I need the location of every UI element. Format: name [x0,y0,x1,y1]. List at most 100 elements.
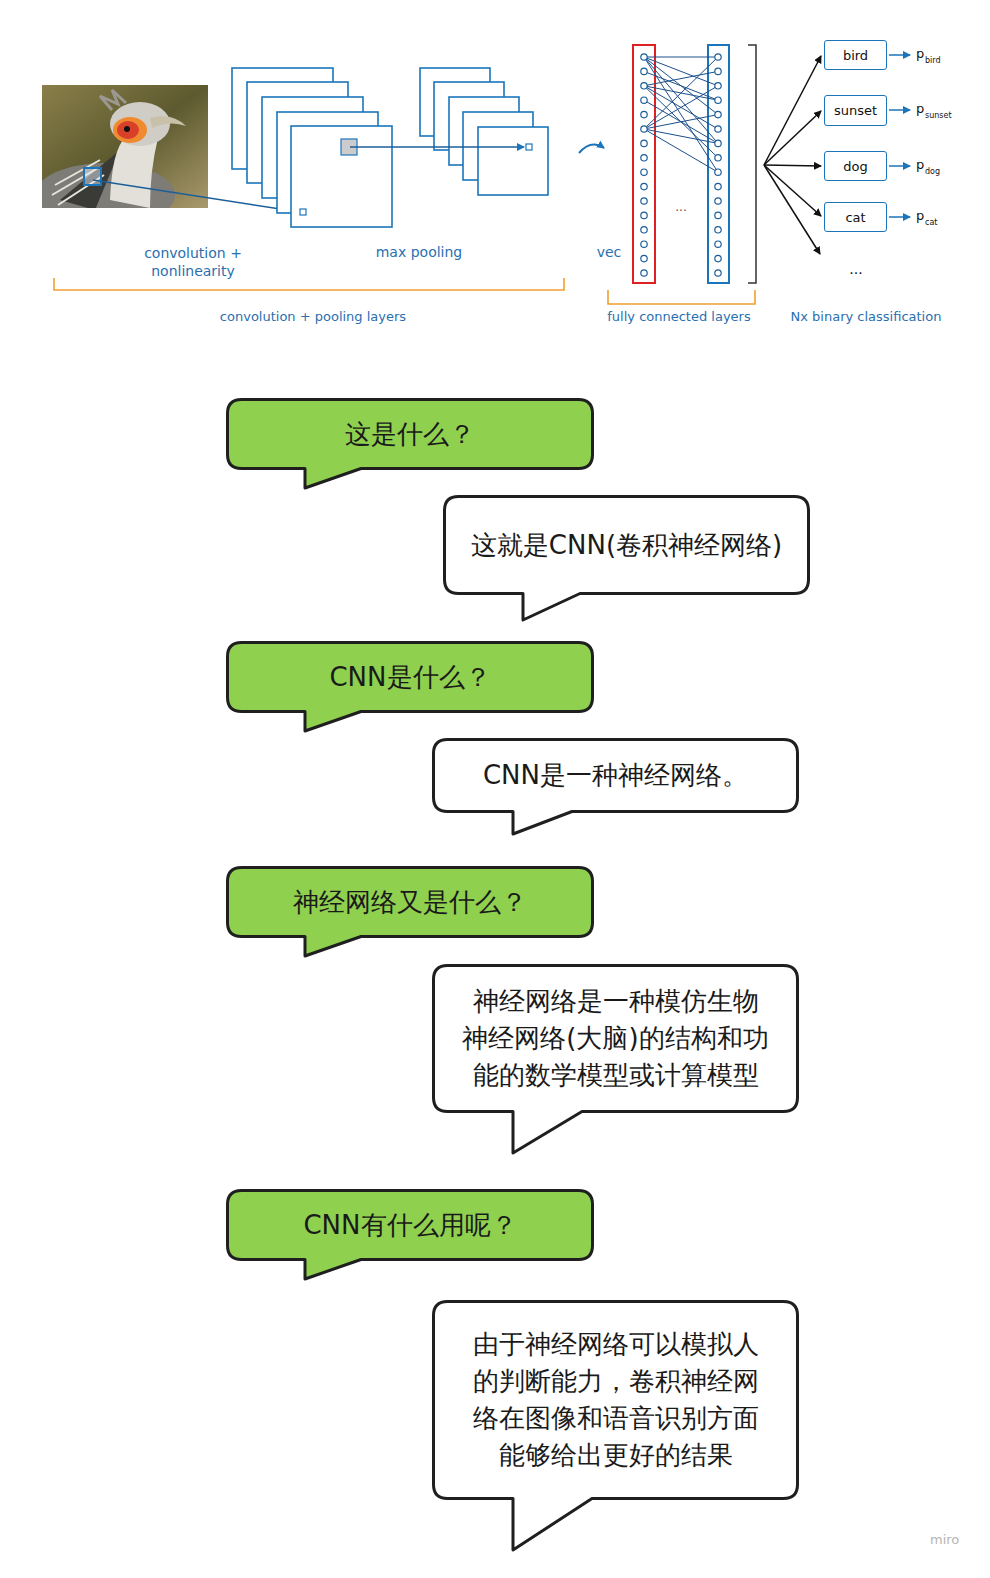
class-arrows [764,56,821,254]
fc-neuron [641,54,647,60]
prob-arrow [889,216,910,218]
fc-neuron [641,83,647,89]
fc-neuron [641,183,647,189]
speech-bubble: CNN有什么用呢？ [226,1189,594,1281]
fc-neuron [641,227,647,233]
ellipsis: ... [849,260,862,278]
ellipsis: ... [675,200,686,216]
class-arrow [764,165,820,254]
fc-weight [644,71,718,100]
fc-neuron [641,111,647,117]
class-label: cat [845,210,865,225]
fc-neuron [715,140,721,146]
fc-neuron [641,270,647,276]
bubble-text: CNN是一种神经网络。 [450,757,781,794]
fc-weight [644,86,718,158]
vector-column [633,45,655,283]
bird-beak [150,116,186,128]
fc-neuron [715,126,721,132]
bubble-shape [445,497,809,621]
flatten-arrow [579,144,604,153]
fc-weight [644,86,718,129]
class-label: sunset [834,103,877,118]
bubble-shape [228,868,593,957]
fc-neuron [715,183,721,189]
prob-symbol: p [916,101,924,118]
speech-bubble: CNN是一种神经网络。 [432,738,799,836]
fc-neuron [641,198,647,204]
fc-weight [644,100,718,143]
class-box: dog [824,151,887,181]
prob-subscript: cat [925,218,937,228]
prob-subscript: dog [925,167,940,177]
bubble-shape [228,400,593,489]
class-arrow [764,111,821,165]
bubble-text: 由于神经网络可以模拟人 的判断能力，卷积神经网 络在图像和语音识别方面 能够给出… [450,1326,781,1474]
bubble-shape [434,740,798,835]
fc-neuron [641,212,647,218]
bubble-text: 这是什么？ [244,416,576,453]
watermark: miro [930,1532,959,1549]
fc-weight [644,129,718,143]
bird-feathers [52,160,104,205]
speech-bubble: 神经网络又是什么？ [226,866,594,958]
bird-neck [110,138,158,208]
stage-label: vec [597,243,622,261]
class-arrow [764,165,821,166]
bubble-text: 神经网络又是什么？ [244,884,576,921]
fc-neuron [715,255,721,261]
class-box: bird [824,40,887,70]
group-label: fully connected layers [607,309,750,326]
bubble-shape [434,966,798,1154]
stage-label: max pooling [376,243,463,261]
class-arrow [764,56,821,165]
bubble-text: CNN是什么？ [244,659,576,696]
prob-symbol: p [916,46,924,63]
bird-face-red [117,121,139,139]
class-label: dog [843,159,867,174]
class-box: cat [824,202,887,232]
fc-neuron [715,111,721,117]
conv-bracket [54,278,564,290]
prob-arrows [889,55,910,217]
bubble-text: 神经网络是一种模仿生物 神经网络(大脑)的结构和功 能的数学模型或计算模型 [450,983,781,1094]
fc-weight [644,86,718,129]
prob-arrow [889,109,910,111]
prob-arrow [889,165,910,167]
fc-weight [644,57,718,115]
output-bracket [748,45,756,283]
fc-neuron [715,169,721,175]
prob-subscript: bird [925,56,941,66]
receptive-field [84,168,101,185]
fc-neuron [715,97,721,103]
fc-neuron [715,227,721,233]
bubble-shape [228,643,593,732]
fc-neuron [715,155,721,161]
fc-weight [644,57,718,172]
speech-bubble: 这就是CNN(卷积神经网络) [443,495,810,622]
fc-weights [644,57,718,172]
stage-label: convolution + nonlinearity [128,244,258,280]
bubble-text: 这就是CNN(卷积神经网络) [461,527,792,564]
bird-eye [124,126,130,132]
fc-neuron [641,97,647,103]
hidden-column [708,45,729,283]
bird-face [113,117,147,143]
speech-bubble: CNN是什么？ [226,641,594,733]
bubble-shape [228,1191,593,1280]
class-label: bird [843,48,868,63]
fc-weight [644,57,718,143]
bird-crest [100,90,126,110]
fc-neuron [715,270,721,276]
fc-neuron [641,68,647,74]
speech-bubble: 由于神经网络可以模拟人 的判断能力，卷积神经网 络在图像和语音识别方面 能够给出… [432,1300,799,1552]
fc-neuron [641,140,647,146]
group-label: Nx binary classification [791,309,942,326]
class-arrow [764,165,821,216]
pool-stack [420,68,548,195]
fc-neuron [641,126,647,132]
prob-symbol: p [916,208,924,225]
fc-neuron [641,169,647,175]
fc-neuron [715,198,721,204]
